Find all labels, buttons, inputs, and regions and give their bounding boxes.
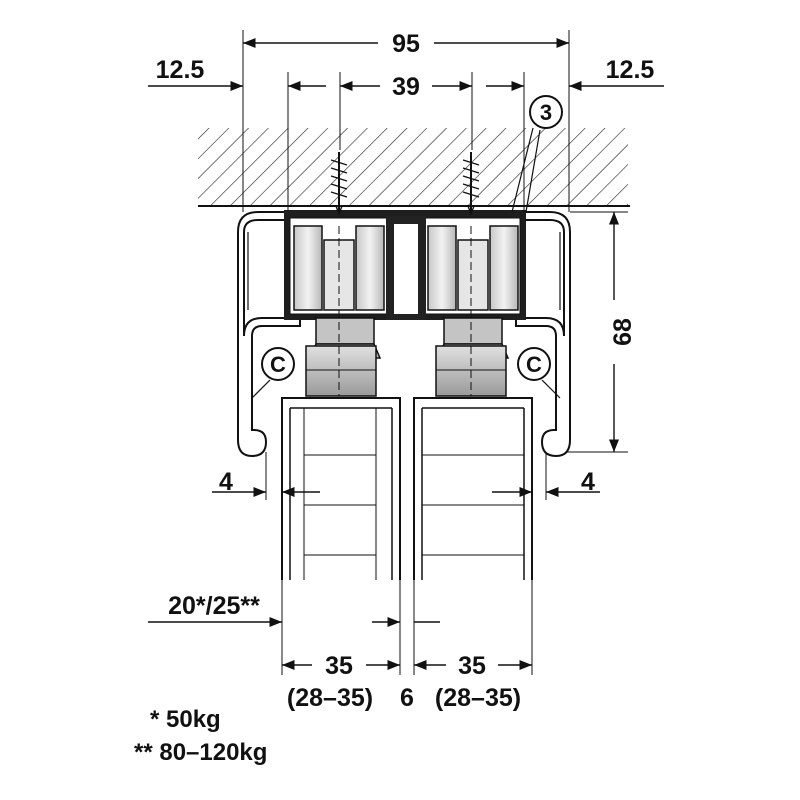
dimension-left-door-width: 35 <box>325 652 353 680</box>
extension-lines <box>242 30 628 675</box>
dimension-lines <box>148 37 664 671</box>
callout-c-right: C <box>517 347 561 399</box>
callout-c-right-label: C <box>526 352 542 377</box>
callout-3-label: 3 <box>540 100 552 125</box>
ceiling-section <box>198 128 630 207</box>
right-door-panel <box>413 397 533 580</box>
left-end-profile <box>237 211 301 458</box>
dimension-track-spacing: 39 <box>392 73 420 101</box>
note-double-star: ** 80–120kg <box>134 739 267 766</box>
callout-3: 3 <box>511 95 563 213</box>
callout-c-left: C <box>251 347 295 399</box>
right-screw <box>462 152 480 216</box>
left-screw <box>330 152 348 216</box>
dimension-overall-width: 95 <box>392 30 420 58</box>
callout-c-left-label: C <box>270 352 286 377</box>
left-carriage <box>293 225 385 397</box>
dimension-height: 68 <box>609 318 637 346</box>
right-carriage <box>427 225 519 397</box>
dimension-door-gap: 6 <box>400 684 414 712</box>
dimension-left-offset: 12.5 <box>156 56 205 84</box>
dimension-right-offset: 12.5 <box>606 56 655 84</box>
dimension-right-gap: 4 <box>581 468 595 496</box>
dimension-left-gap: 4 <box>219 468 233 496</box>
dimension-right-door-range: (28–35) <box>435 684 521 712</box>
note-single-star: * 50kg <box>150 706 221 733</box>
dimension-door-thickness: 20*/25** <box>168 592 260 620</box>
left-door-panel <box>281 397 401 580</box>
dimension-left-door-range: (28–35) <box>287 684 373 712</box>
dimension-right-door-width: 35 <box>458 652 486 680</box>
